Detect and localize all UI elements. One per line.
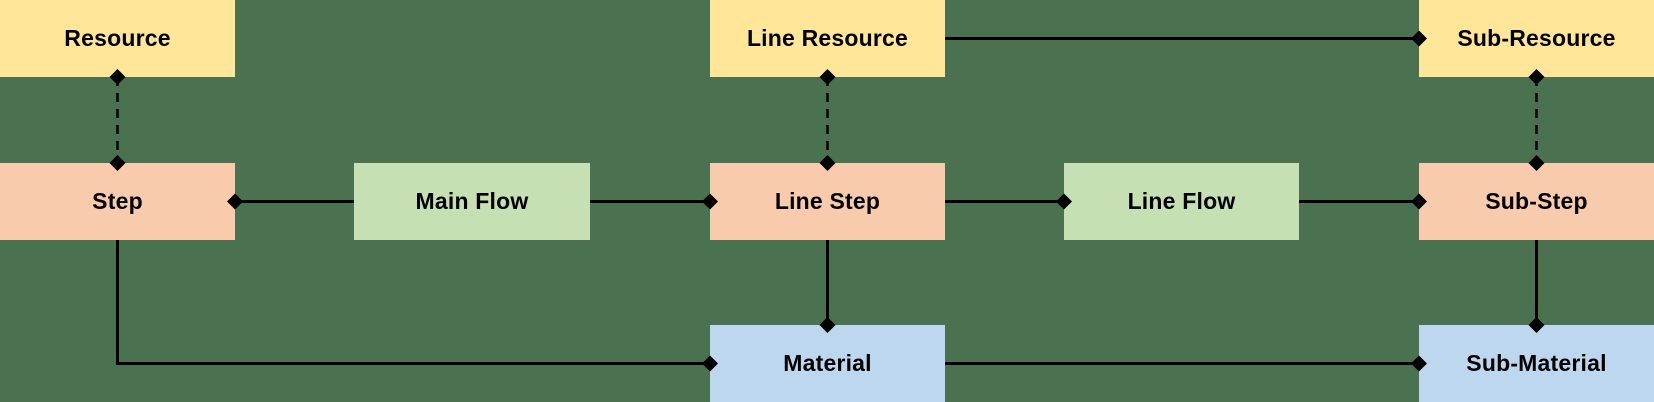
node-sub-material-label: Sub-Material — [1466, 350, 1607, 376]
node-resource-label: Resource — [64, 25, 171, 51]
edge-line-step-line-flow — [945, 193, 1072, 210]
node-line-resource: Line Resource — [710, 0, 945, 77]
node-sub-resource: Sub-Resource — [1419, 0, 1654, 77]
node-step-label: Step — [92, 188, 143, 214]
edge-resource-step — [109, 69, 126, 171]
node-main-flow-label: Main Flow — [415, 188, 529, 214]
node-main-flow: Main Flow — [354, 163, 590, 240]
node-sub-step-label: Sub-Step — [1485, 188, 1588, 214]
edge-sub-step-sub-material — [1528, 240, 1545, 333]
edge-line-step-material — [819, 240, 836, 333]
node-material-label: Material — [783, 350, 872, 376]
node-line-resource-label: Line Resource — [746, 25, 909, 51]
edge-step-material — [116, 240, 718, 372]
node-material: Material — [710, 325, 945, 402]
edge-line-resource-sub-resource — [945, 30, 1427, 47]
node-line-flow-label: Line Flow — [1127, 188, 1236, 214]
edge-sub-resource-sub-step — [1528, 69, 1545, 171]
edge-main-flow-step — [227, 193, 354, 210]
node-resource: Resource — [0, 0, 235, 77]
node-sub-step: Sub-Step — [1419, 163, 1654, 240]
edge-line-resource-line-step — [819, 69, 836, 171]
node-line-step: Line Step — [710, 163, 945, 240]
node-line-flow: Line Flow — [1064, 163, 1299, 240]
edge-material-sub-material — [945, 355, 1427, 372]
edge-line-flow-sub-step — [1299, 193, 1427, 210]
node-sub-material: Sub-Material — [1419, 325, 1654, 402]
node-line-step-label: Line Step — [774, 188, 881, 214]
node-step: Step — [0, 163, 235, 240]
edge-main-flow-line-step — [590, 193, 718, 210]
node-sub-resource-label: Sub-Resource — [1457, 25, 1616, 51]
